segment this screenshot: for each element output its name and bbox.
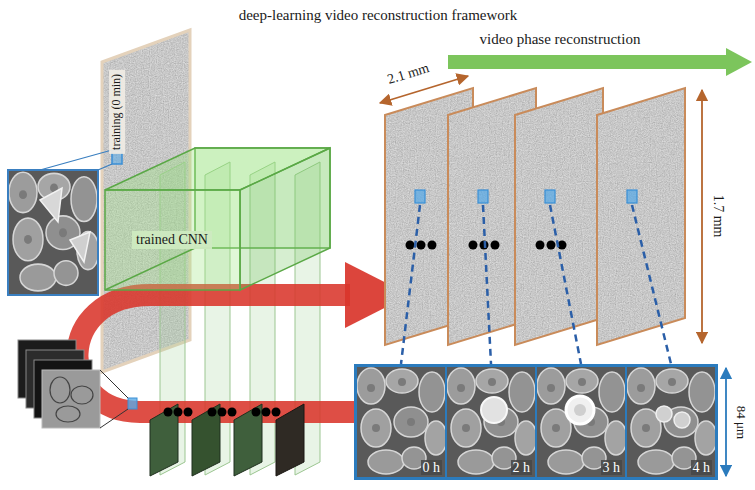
training-frame-label: training (0 min) <box>109 70 125 154</box>
inset-leader <box>98 164 112 170</box>
art-use <box>8 170 98 295</box>
art-circle <box>208 408 217 417</box>
art-line <box>100 370 128 398</box>
art-circle <box>262 408 271 417</box>
input-stack <box>18 340 137 428</box>
art-ellipse <box>71 386 93 404</box>
dimension-label: 84 μm <box>734 405 749 438</box>
art-circle <box>536 241 545 250</box>
dimension-label: 1.7 mm <box>710 195 726 238</box>
green-arrowhead <box>726 48 752 76</box>
art-use <box>356 366 446 478</box>
art-rect <box>105 190 240 290</box>
art-circle <box>228 408 237 417</box>
roi-leaders <box>401 205 671 364</box>
time-panel: 0 h <box>356 366 446 478</box>
art-rect <box>513 86 605 348</box>
art-polygon <box>276 404 304 476</box>
frame-rois <box>415 190 637 203</box>
inset-border <box>8 170 98 295</box>
art-rect <box>415 190 425 203</box>
green-arrow <box>448 55 728 69</box>
art-circle <box>164 408 173 417</box>
art-ellipse <box>56 406 80 422</box>
time-panel: 3 h <box>536 366 626 478</box>
art-polygon <box>240 148 330 290</box>
art-polygon <box>70 232 90 262</box>
art-circle <box>272 408 281 417</box>
art-rect <box>128 398 137 409</box>
art-polygon <box>192 404 220 476</box>
art-rect <box>42 370 100 428</box>
node-text: training (0 min) <box>110 74 124 150</box>
node-text: trained CNN <box>136 232 208 248</box>
cells-0h <box>356 366 446 478</box>
art-g <box>595 86 687 348</box>
art-circle <box>566 396 594 424</box>
art-polygon <box>150 404 178 476</box>
cells-4h <box>626 366 716 478</box>
art-ellipse <box>50 377 70 403</box>
art-circle <box>406 241 415 250</box>
process-label: video phase reconstruction <box>480 31 641 48</box>
art-line <box>105 248 195 290</box>
art-polygon <box>234 404 262 476</box>
art-circle <box>428 241 437 250</box>
art-polygon <box>40 188 62 222</box>
time-label: 4 h <box>691 460 713 475</box>
art-line <box>632 205 671 364</box>
art-circle <box>469 241 478 250</box>
height-dimension <box>701 90 703 343</box>
art-circle <box>252 408 261 417</box>
art-line <box>100 409 128 428</box>
art-line <box>483 205 491 364</box>
art-rect <box>545 190 555 203</box>
art-rect <box>627 190 637 203</box>
training-inset <box>8 170 98 295</box>
red-flow-arrow <box>77 295 360 412</box>
art-use <box>626 366 716 478</box>
video-frames <box>383 86 687 348</box>
cnn-box <box>105 148 330 290</box>
time-label: 2 h <box>511 460 533 475</box>
layer-dots <box>164 408 281 417</box>
art-polygon <box>597 88 685 345</box>
art-circle <box>218 408 227 417</box>
art-circle <box>674 412 690 428</box>
inset-leader <box>40 150 112 170</box>
cells-2h <box>446 366 536 478</box>
strip-border <box>355 365 717 479</box>
figure-title: deep-learning video reconstruction frame… <box>239 7 518 24</box>
time-panel: 2 h <box>446 366 536 478</box>
time-panel: 4 h <box>626 366 716 478</box>
art-circle <box>184 408 193 417</box>
art-use <box>536 366 626 478</box>
art-line <box>550 205 581 364</box>
art-rect <box>478 190 488 203</box>
time-label: 3 h <box>601 460 623 475</box>
art-circle <box>656 406 672 422</box>
cnn-box: trained CNN <box>132 231 212 249</box>
art-use <box>446 366 536 478</box>
cells-3h <box>536 366 626 478</box>
cnn-layers <box>150 404 304 476</box>
art-circle <box>417 241 426 250</box>
art-rect <box>595 86 687 348</box>
art-line <box>401 205 420 364</box>
time-label: 0 h <box>421 460 443 475</box>
inset-dimension <box>725 368 727 476</box>
art-circle <box>547 241 556 250</box>
art-circle <box>481 397 507 423</box>
art-circle <box>491 241 500 250</box>
art-circle <box>574 404 586 416</box>
art-circle <box>174 408 183 417</box>
art-g <box>513 86 605 348</box>
dimension-label: 2.1 mm <box>385 60 431 88</box>
art-polygon <box>515 88 603 345</box>
